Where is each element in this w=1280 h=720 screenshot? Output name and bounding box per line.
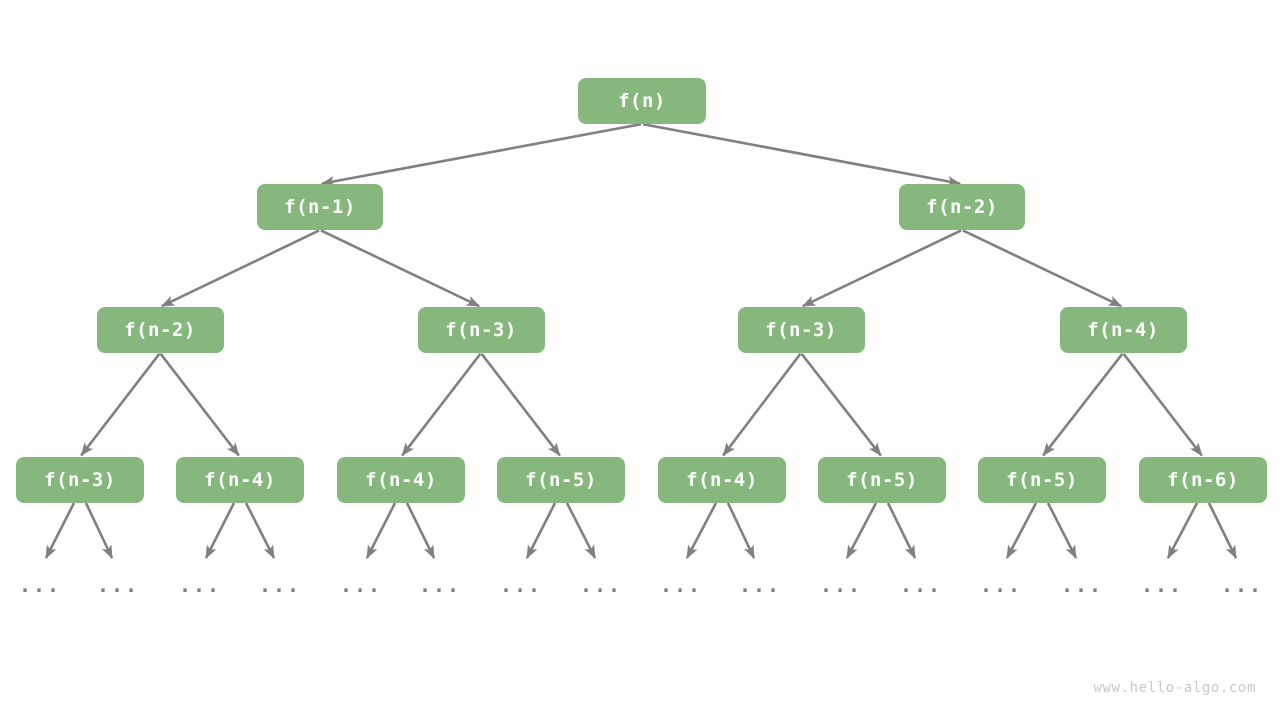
tree-node-n9[interactable]: f(n-4) <box>337 457 465 503</box>
leaf-edge-3 <box>244 502 276 559</box>
tree-node-n7[interactable]: f(n-3) <box>16 457 144 503</box>
ellipsis-marker-11: ... <box>899 573 943 597</box>
tree-node-n10[interactable]: f(n-5) <box>497 457 625 503</box>
ellipsis-marker-0: ... <box>18 573 62 597</box>
edge-n4-n9 <box>401 353 482 457</box>
tree-node-label: f(n-5) <box>525 469 597 491</box>
tree-node-n12[interactable]: f(n-5) <box>818 457 946 503</box>
leaf-edge-1 <box>84 502 114 559</box>
tree-node-n8[interactable]: f(n-4) <box>176 457 304 503</box>
tree-node-n1[interactable]: f(n-1) <box>257 184 383 230</box>
leaf-edge-13 <box>1046 502 1078 559</box>
ellipsis-marker-9: ... <box>738 573 782 597</box>
leaf-edge-9 <box>726 502 756 559</box>
ellipsis-marker-13: ... <box>1060 573 1104 597</box>
leaf-edge-11 <box>886 502 917 559</box>
leaf-edge-0 <box>44 502 76 559</box>
tree-node-n11[interactable]: f(n-4) <box>658 457 786 503</box>
ellipsis-marker-10: ... <box>819 573 863 597</box>
tree-node-label: f(n-4) <box>204 469 276 491</box>
tree-node-label: f(n-4) <box>365 469 437 491</box>
tree-node-label: f(n-3) <box>44 469 116 491</box>
tree-node-label: f(n-1) <box>284 196 356 218</box>
edge-n2-n5 <box>801 229 962 308</box>
leaf-edge-7 <box>565 502 597 559</box>
tree-node-n4[interactable]: f(n-3) <box>417 307 545 353</box>
ellipsis-marker-2: ... <box>178 573 222 597</box>
edge-n3-n7 <box>80 353 161 457</box>
tree-node-label: f(n) <box>618 90 666 112</box>
edge-n6-n14 <box>1122 353 1203 457</box>
edge-n4-n10 <box>480 353 561 457</box>
tree-node-n6[interactable]: f(n-4) <box>1059 307 1187 353</box>
ellipsis-marker-4: ... <box>339 573 383 597</box>
tree-node-n0[interactable]: f(n) <box>578 78 706 124</box>
tree-node-label: f(n-4) <box>1087 319 1159 341</box>
tree-node-n3[interactable]: f(n-2) <box>96 307 224 353</box>
edge-n3-n8 <box>159 353 240 457</box>
edge-n5-n11 <box>722 353 802 457</box>
leaf-edge-2 <box>204 502 236 559</box>
tree-node-label: f(n-3) <box>445 319 517 341</box>
edge-n0-n2 <box>642 122 962 187</box>
leaf-edge-12 <box>1005 502 1038 559</box>
edge-n5-n12 <box>800 352 882 457</box>
tree-node-label: f(n-6) <box>1167 469 1239 491</box>
tree-node-n14[interactable]: f(n-6) <box>1139 457 1267 503</box>
leaf-edge-15 <box>1207 502 1238 559</box>
tree-node-label: f(n-2) <box>124 319 196 341</box>
ellipsis-marker-5: ... <box>418 573 462 597</box>
leaf-edge-5 <box>405 502 436 559</box>
tree-node-label: f(n-5) <box>1006 469 1078 491</box>
tree-node-n5[interactable]: f(n-3) <box>737 307 865 353</box>
leaf-edge-14 <box>1166 502 1199 559</box>
edge-n6-n13 <box>1042 352 1124 457</box>
leaf-edge-10 <box>845 502 878 559</box>
tree-node-label: f(n-4) <box>686 469 758 491</box>
ellipsis-marker-7: ... <box>579 573 623 597</box>
tree-node-label: f(n-2) <box>926 196 998 218</box>
edge-n0-n1 <box>320 122 642 187</box>
leaf-edge-8 <box>685 502 718 559</box>
ellipsis-marker-15: ... <box>1220 573 1264 597</box>
edge-n1-n4 <box>320 229 481 308</box>
ellipsis-marker-14: ... <box>1140 573 1184 597</box>
leaf-edge-4 <box>365 502 397 559</box>
ellipsis-marker-6: ... <box>499 573 543 597</box>
ellipsis-marker-3: ... <box>258 573 302 597</box>
ellipsis-marker-1: ... <box>96 573 140 597</box>
ellipsis-marker-12: ... <box>979 573 1023 597</box>
watermark: www.hello-algo.com <box>1093 680 1256 696</box>
edge-n2-n6 <box>962 229 1123 308</box>
tree-node-label: f(n-5) <box>846 469 918 491</box>
edge-n1-n3 <box>160 229 320 308</box>
ellipsis-marker-8: ... <box>659 573 703 597</box>
tree-node-n2[interactable]: f(n-2) <box>899 184 1025 230</box>
tree-node-label: f(n-3) <box>765 319 837 341</box>
leaf-edge-6 <box>525 502 557 559</box>
tree-node-n13[interactable]: f(n-5) <box>978 457 1106 503</box>
